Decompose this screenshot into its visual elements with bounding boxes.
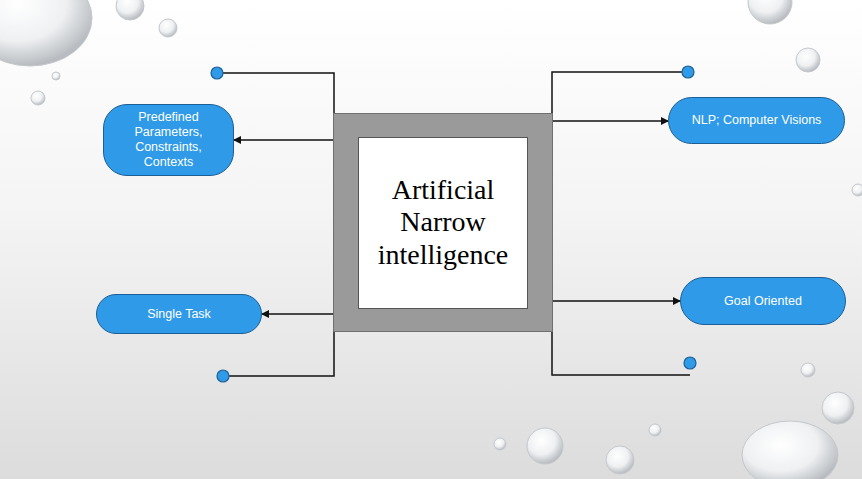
connector-arrow <box>234 139 333 141</box>
connector-arrow <box>262 313 333 315</box>
pill-text: Goal Oriented <box>724 294 802 309</box>
feature-pill: Single Task <box>96 294 262 334</box>
central-box: Artificial Narrow intelligence <box>333 113 553 332</box>
decorative-leader-lines <box>223 72 690 376</box>
feature-pill: Predefined Parameters, Constraints, Cont… <box>103 104 234 176</box>
connector-arrow <box>553 300 680 302</box>
feature-pill: Goal Oriented <box>680 277 846 325</box>
pill-text: NLP; Computer Visions <box>692 113 822 128</box>
white-panel: Artificial Narrow intelligence <box>358 137 528 309</box>
pill-text: Predefined Parameters, Constraints, Cont… <box>116 110 221 170</box>
pill-text: Single Task <box>147 307 211 322</box>
feature-pill: NLP; Computer Visions <box>668 97 845 144</box>
connector-arrow <box>553 120 668 122</box>
terminal-dots <box>211 66 696 382</box>
central-title: Artificial Narrow intelligence <box>363 174 523 271</box>
